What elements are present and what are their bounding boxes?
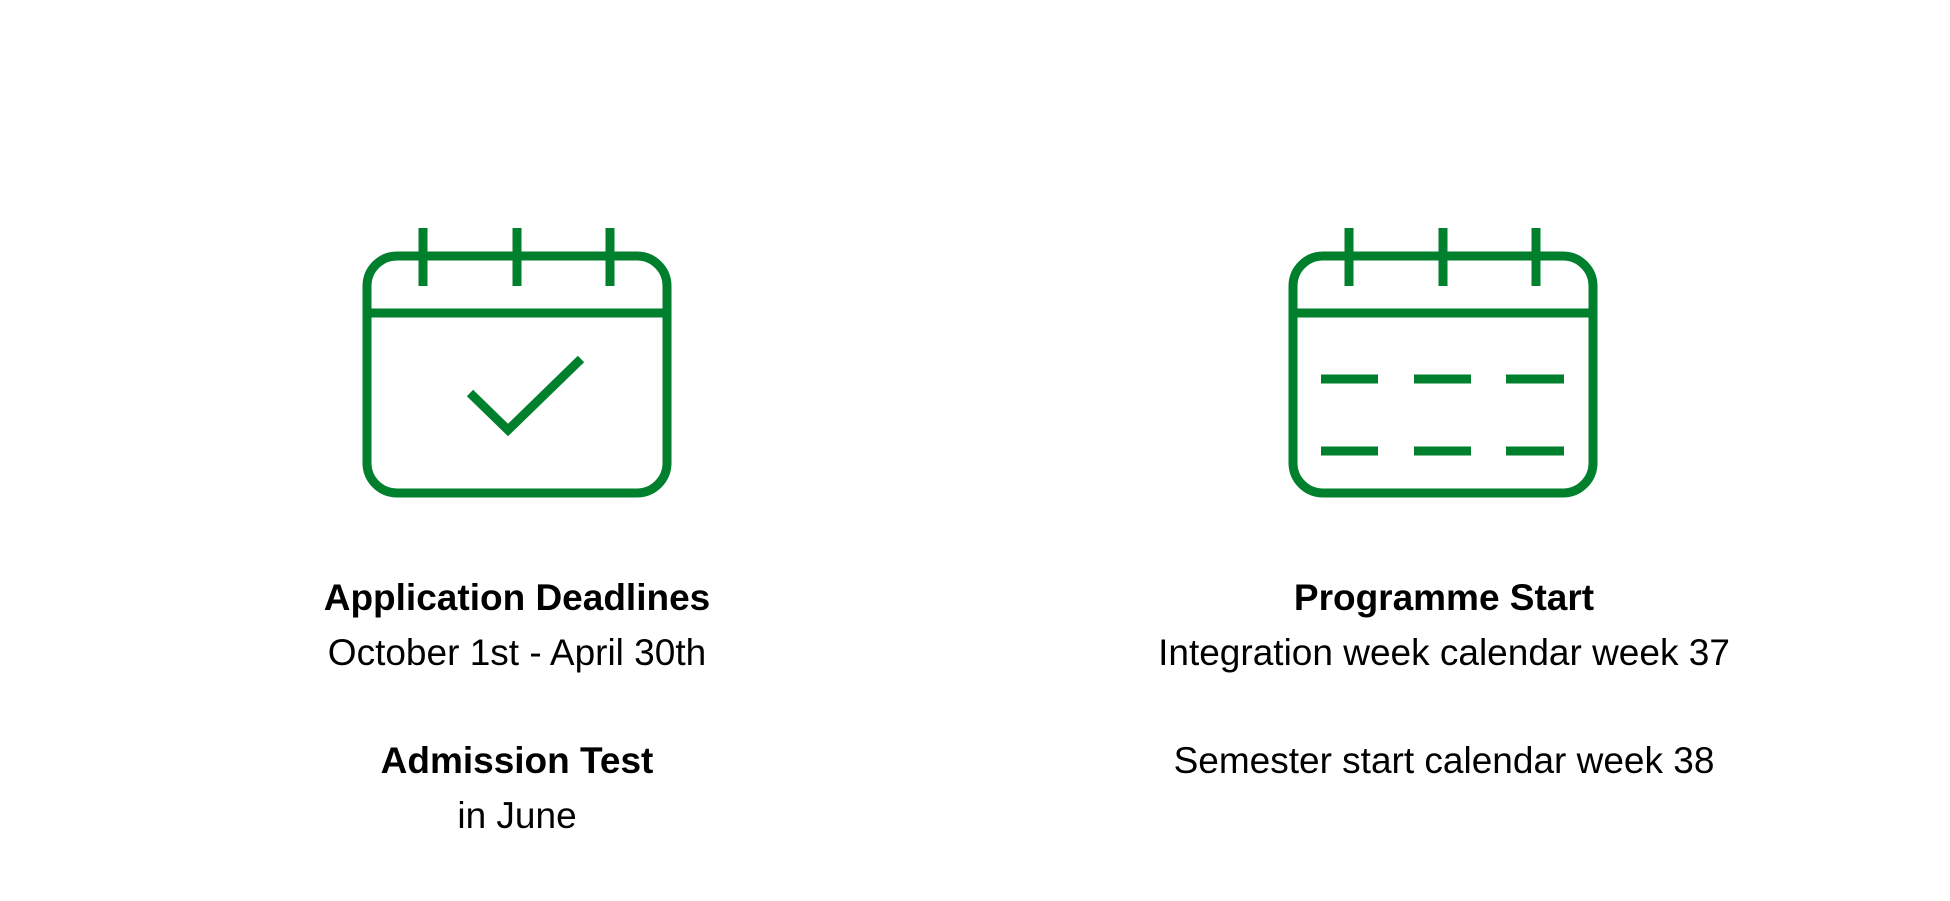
application-deadlines-dates: October 1st - April 30th xyxy=(327,632,707,673)
semester-start: Semester start calendar week 38 xyxy=(1173,740,1715,781)
admission-test-date: in June xyxy=(457,795,577,836)
programme-start-title: Programme Start xyxy=(1293,577,1595,618)
programme-start-info: Programme Start Integration week calenda… xyxy=(1094,570,1794,788)
application-info: Application Deadlines October 1st - Apri… xyxy=(167,570,867,843)
calendar-check-icon xyxy=(362,228,672,498)
calendar-icon xyxy=(1288,228,1598,498)
integration-week: Integration week calendar week 37 xyxy=(1158,632,1730,673)
admission-test-title: Admission Test xyxy=(380,740,654,781)
application-deadlines-title: Application Deadlines xyxy=(323,577,711,618)
